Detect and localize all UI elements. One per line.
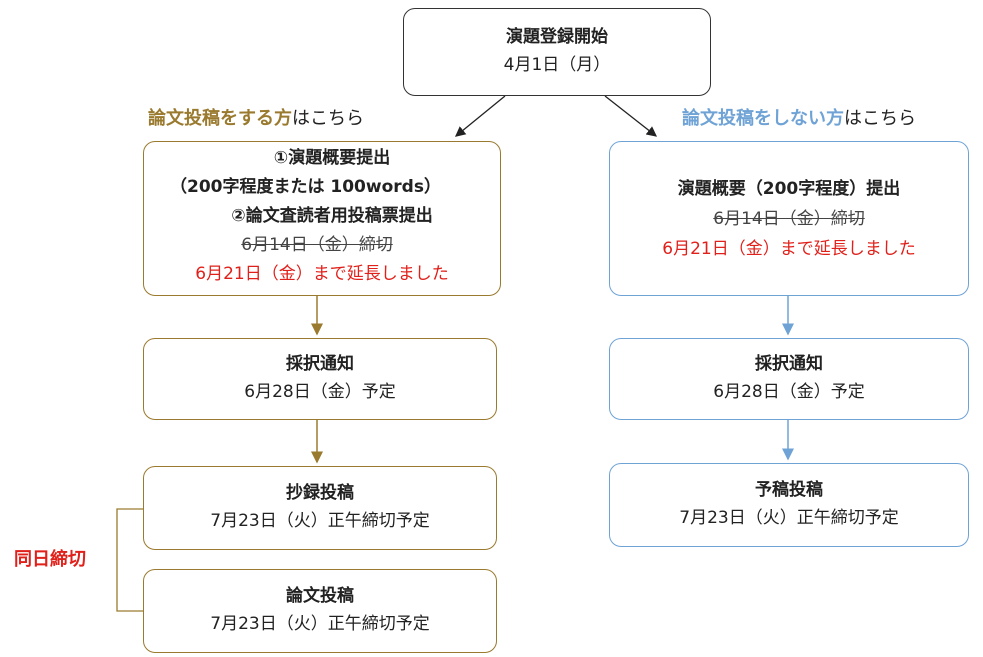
left-paper-title: 論文投稿 — [286, 586, 354, 606]
right-branch-header: 論文投稿をしない方はこちら — [682, 104, 916, 130]
left-new-deadline: 6月21日（金）まで延長しました — [195, 264, 449, 284]
registration-start-title: 演題登録開始 — [506, 27, 608, 47]
right-acceptance-title: 採択通知 — [755, 354, 823, 374]
right-draft-box: 予稿投稿 7月23日（火）正午締切予定 — [609, 463, 969, 547]
registration-start-box: 演題登録開始 4月1日（月） — [403, 8, 711, 96]
left-branch-highlight: 論文投稿をする方 — [148, 108, 292, 129]
right-acceptance-box: 採択通知 6月28日（金）予定 — [609, 338, 969, 420]
right-submission-title: 演題概要（200字程度）提出 — [677, 178, 901, 199]
arrow-top-to-right — [604, 95, 658, 137]
right-old-deadline: 6月14日（金）締切 — [713, 208, 865, 229]
left-paper-date: 7月23日（火）正午締切予定 — [210, 614, 430, 634]
right-draft-date: 7月23日（火）正午締切予定 — [679, 508, 899, 528]
right-acceptance-date: 6月28日（金）予定 — [713, 382, 865, 402]
left-paper-box: 論文投稿 7月23日（火）正午締切予定 — [143, 569, 497, 653]
left-branch-suffix: はこちら — [292, 108, 364, 129]
left-acceptance-date: 6月28日（金）予定 — [244, 382, 396, 402]
right-draft-title: 予稿投稿 — [755, 480, 823, 500]
right-submission-box: 演題概要（200字程度）提出 6月14日（金）締切 6月21日（金）まで延長しま… — [609, 141, 969, 296]
right-branch-suffix: はこちら — [844, 108, 916, 129]
right-branch-highlight: 論文投稿をしない方 — [682, 108, 844, 129]
left-item-1: ①演題概要提出 — [273, 148, 391, 168]
left-abstract-date: 7月23日（火）正午締切予定 — [210, 511, 430, 531]
left-submission-box: ①演題概要提出 （200字程度または 100words） ②論文査読者用投稿票提… — [143, 141, 501, 296]
left-branch-header: 論文投稿をする方はこちら — [148, 104, 364, 130]
left-acceptance-box: 採択通知 6月28日（金）予定 — [143, 338, 497, 420]
left-abstract-box: 抄録投稿 7月23日（火）正午締切予定 — [143, 466, 497, 550]
registration-start-date: 4月1日（月） — [503, 55, 611, 75]
same-day-bracket — [116, 508, 143, 612]
left-old-deadline: 6月14日（金）締切 — [241, 235, 393, 255]
right-new-deadline: 6月21日（金）まで延長しました — [662, 238, 916, 259]
left-item-1-note: （200字程度または 100words） — [170, 177, 441, 197]
left-abstract-title: 抄録投稿 — [286, 483, 354, 503]
arrow-top-to-left — [454, 95, 506, 137]
left-acceptance-title: 採択通知 — [286, 354, 354, 374]
left-item-2: ②論文査読者用投稿票提出 — [231, 206, 433, 226]
same-day-label: 同日締切 — [14, 549, 86, 570]
